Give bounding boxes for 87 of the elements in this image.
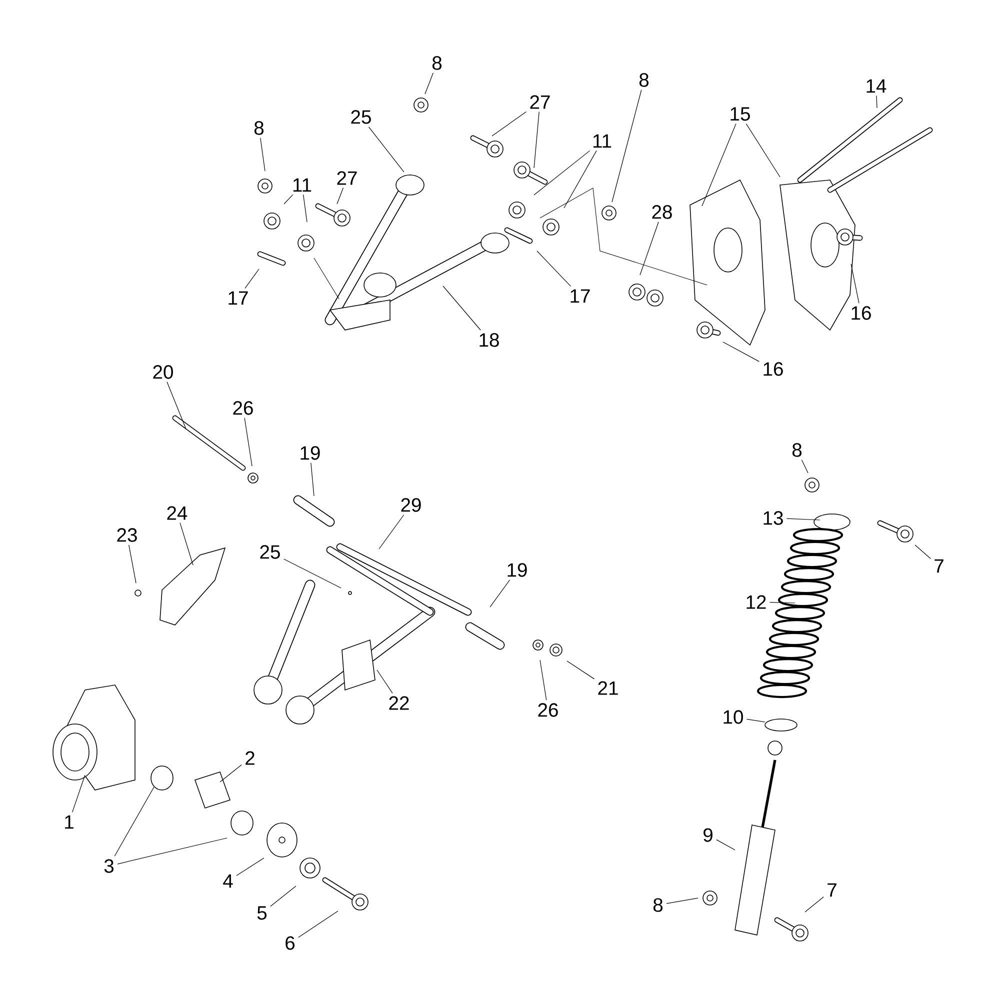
leader-line [72, 774, 86, 813]
leader-line [376, 670, 393, 694]
leader-line [769, 602, 796, 604]
leader-line [270, 886, 296, 907]
leader-line [442, 286, 481, 330]
leader-line [746, 123, 780, 178]
callout-number: 4 [223, 874, 233, 888]
callout-number: 26 [233, 401, 253, 415]
leader-line [492, 111, 527, 136]
callout-number: 17 [228, 291, 248, 305]
leader-line [666, 898, 698, 904]
callout-number: 12 [746, 595, 766, 609]
callout-number: 27 [530, 95, 550, 109]
leader-line [244, 418, 252, 466]
callout-number: 25 [351, 110, 371, 124]
leader-line [612, 90, 642, 202]
callout-number: 7 [934, 559, 944, 573]
leader-line [114, 786, 154, 856]
callout-number: 15 [730, 107, 750, 121]
leader-line [722, 342, 760, 362]
leader-line [804, 896, 824, 912]
callout-number: 13 [764, 511, 783, 525]
leader-line [536, 250, 572, 287]
leader-line [424, 72, 434, 94]
callout-number: 3 [104, 859, 114, 873]
callout-number: 7 [828, 883, 836, 897]
callout-number: 26 [538, 703, 558, 717]
callout-number: 8 [639, 73, 649, 87]
callout-number: 9 [704, 828, 712, 842]
callout-number: 25 [260, 545, 280, 559]
leader-line [534, 111, 540, 168]
callout-number: 24 [167, 506, 188, 520]
leader-line [746, 718, 766, 722]
callout-number: 11 [293, 178, 312, 192]
leader-line [336, 187, 344, 204]
leader-line [220, 764, 242, 782]
leader-line [702, 123, 736, 206]
callout-number: 18 [480, 333, 499, 347]
leader-line [180, 522, 194, 566]
leader-line [244, 268, 260, 289]
leader-line [166, 382, 186, 430]
leader-line [786, 518, 820, 520]
leader-line [914, 544, 931, 559]
callout-number: 6 [286, 936, 295, 950]
leader-line [284, 194, 294, 204]
callout-number: 19 [300, 446, 320, 460]
callout-number: 23 [117, 528, 137, 542]
callout-number: 11 [593, 134, 612, 148]
leader-line [368, 126, 404, 172]
callout-number: 22 [389, 696, 409, 710]
leader-line [850, 264, 860, 304]
leader-line [876, 95, 878, 108]
leader-line [303, 194, 308, 222]
callout-number: 29 [401, 498, 421, 512]
callout-number: 8 [254, 121, 264, 135]
leader-line [128, 544, 136, 584]
leader-line [640, 222, 659, 276]
callout-number: 5 [257, 906, 267, 920]
callout-number: 16 [764, 362, 783, 376]
callout-number: 8 [792, 443, 802, 457]
leader-line [260, 138, 266, 172]
callout-number: 8 [432, 56, 442, 70]
callout-number: 19 [508, 563, 527, 577]
leader-line [716, 839, 736, 850]
callout-number: 27 [337, 171, 357, 185]
callout-number: 16 [852, 306, 871, 320]
callout-number: 20 [153, 365, 173, 379]
callout-number: 8 [653, 898, 663, 912]
leader-line [283, 558, 342, 588]
leader-line [310, 462, 314, 496]
callout-number: 17 [570, 289, 590, 303]
leader-line [117, 838, 228, 864]
leader-line [490, 580, 510, 608]
leader-line [566, 660, 595, 680]
leader-line [298, 910, 338, 938]
leader-line [564, 150, 597, 208]
callout-number: 10 [724, 710, 743, 724]
callout-number: 14 [866, 79, 886, 93]
callout-number: 2 [246, 751, 254, 765]
leader-line [540, 660, 547, 700]
callout-number: 28 [652, 205, 672, 219]
callout-number: 1 [65, 815, 74, 829]
callout-number: 21 [598, 681, 618, 695]
leader-line [378, 514, 404, 550]
leader-line [236, 858, 264, 876]
leader-line [801, 460, 808, 474]
leader-line [534, 150, 590, 196]
